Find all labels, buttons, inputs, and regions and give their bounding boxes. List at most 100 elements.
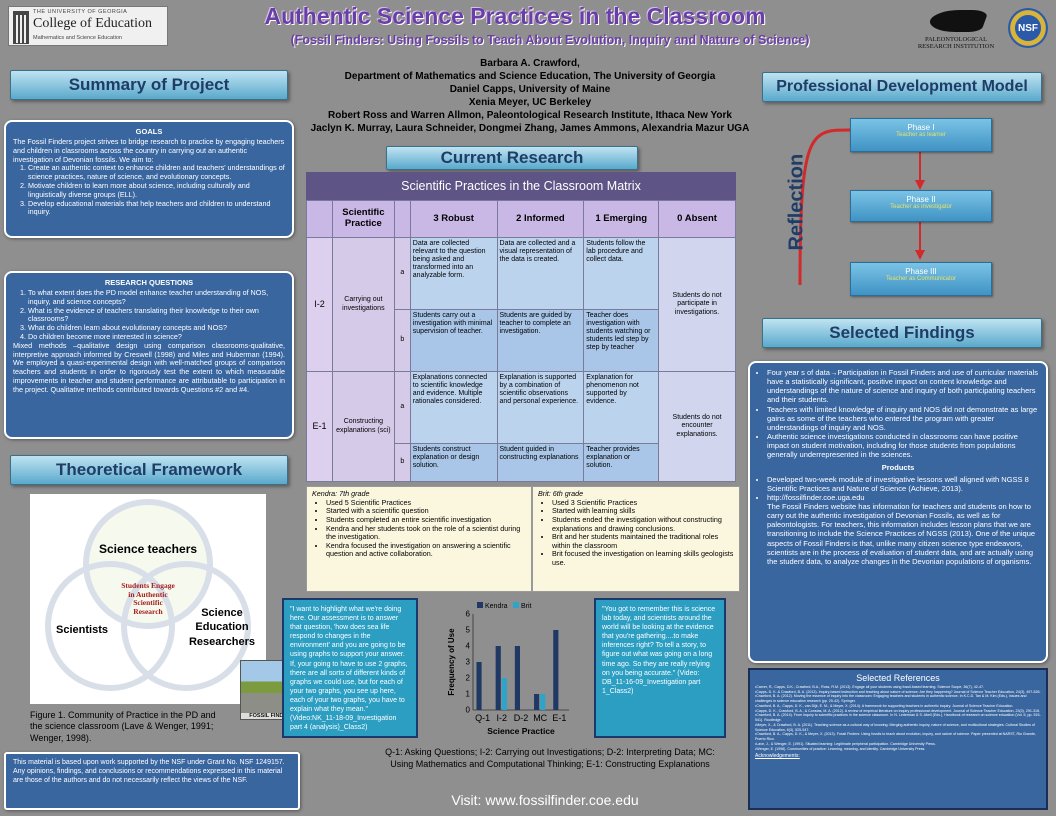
list-item: Kendra focused the investigation on answ… [326, 541, 526, 559]
level-label: b [393, 309, 411, 372]
matrix-header: 3 Robust [409, 200, 498, 238]
matrix-cell: Explanation is supported by a combinatio… [496, 371, 585, 444]
matrix-header: Scientific Practice [331, 200, 395, 238]
author-line: Robert Ross and Warren Allmon, Paleontol… [328, 110, 732, 121]
uga-logo: THE UNIVERSITY OF GEORGIA College of Edu… [8, 6, 168, 46]
uga-small-label: THE UNIVERSITY OF GEORGIA [33, 9, 128, 15]
y-tick-label: 4 [466, 642, 471, 651]
matrix-level-col [393, 200, 411, 238]
matrix-cell: Students carry out a investigation with … [409, 309, 498, 372]
matrix-cell: Students are guided by teacher to comple… [496, 309, 585, 372]
reference-item: •Wenger, E. (1998). Communities of pract… [755, 746, 926, 751]
nsf-note-box: This material is based upon work support… [4, 752, 300, 810]
kendra-quote: "I want to highlight what we're doing he… [282, 598, 418, 738]
matrix-header: 1 Emerging [583, 200, 660, 238]
y-axis-label: Frequency of Use [447, 628, 456, 696]
list-item: Students completed an entire scientific … [326, 515, 526, 525]
theory-banner: Theoretical Framework [10, 455, 288, 485]
matrix-cell: Explanation for phenomenon not supported… [583, 371, 660, 444]
phase-sub: Teacher as Communicator [885, 276, 957, 282]
pri-logo-label: PALEONTOLOGICAL RESEARCH INSTITUTION [917, 36, 995, 51]
goals-intro: The Fossil Finders project strives to br… [13, 137, 285, 164]
reference-item: •Crawford, B. A. (2012). Moving the esse… [755, 694, 1027, 704]
pri-logo: PALEONTOLOGICAL RESEARCH INSTITUTION [910, 8, 1002, 58]
y-tick-label: 6 [466, 610, 471, 619]
pd-banner: Professional Development Model [762, 72, 1042, 102]
reflection-arrow [798, 128, 851, 286]
ack-label: Acknowledgements: [755, 753, 800, 760]
matrix-title-bar: Scientific Practices in the Classroom Ma… [306, 172, 736, 200]
table-row: I-2 Carrying out investigations a Data a… [306, 237, 736, 372]
venn-circle-scientists [45, 561, 175, 691]
product-link[interactable]: http://fossilfinder.coe.uga.edu [767, 493, 1039, 502]
level-label: a [393, 371, 411, 444]
x-tick-label: Q-1 [475, 713, 490, 723]
list-item: Brit focused the investigation on learni… [552, 550, 734, 567]
reference-item: •Crawford, B. A. (2014). From inquiry to… [755, 713, 1041, 723]
x-tick-label: MC [533, 713, 547, 723]
goal-item: Motivate children to learn more about sc… [28, 181, 285, 200]
nsf-note: This material is based upon work support… [13, 759, 285, 784]
research-question: Do children become more interested in sc… [28, 332, 285, 342]
matrix-cell: Student guided in constructing explanati… [496, 443, 585, 482]
venn-label-center: Students Engage in Authentic Scientific … [121, 581, 175, 616]
venn-label-scientists: Scientists [56, 624, 108, 636]
author-line: Xenia Meyer, UC Berkeley [468, 97, 592, 108]
finding-item: Four year s of data→Participation in Fos… [767, 368, 1039, 405]
poster-subtitle: (Fossil Finders: Using Fossils to Teach … [290, 33, 810, 47]
nsf-logo-label: NSF [1018, 22, 1038, 34]
products-text: The Fossil Finders website has informati… [767, 501, 1036, 566]
author-line: Barbara A. Crawford, [480, 58, 580, 69]
reference-item: •Crawford, B. A., Capps, D. K., & Meyer,… [755, 732, 1036, 742]
venn-diagram: Science teachers Scientists Science Educ… [30, 494, 266, 704]
legend-swatch-kendra [477, 602, 483, 608]
practice-code: E-1 [306, 371, 333, 482]
visit-link[interactable]: Visit: www.fossilfinder.coe.edu [451, 792, 639, 808]
college-label: College of Education [33, 16, 152, 31]
findings-list: Four year s of data→Participation in Fos… [757, 368, 1039, 459]
phase-box: Phase III Teacher as Communicator [850, 262, 992, 296]
phase-arrow-head [915, 250, 925, 260]
list-item: Started with a scientific question [326, 507, 526, 516]
finding-item: Authentic science investigations conduct… [767, 432, 1039, 459]
finding-item: Teachers with limited knowledge of inqui… [767, 405, 1039, 432]
goals-box: GOALS The Fossil Finders project strives… [4, 120, 294, 238]
matrix-table: Scientific Practice 3 Robust 2 Informed … [306, 200, 736, 482]
bar-kendra-mc [534, 694, 540, 710]
fossil-finders-logo: FOSSIL FINDERS [241, 713, 303, 719]
poster-title: Authentic Science Practices in the Class… [264, 3, 766, 29]
venn-circle-researchers [121, 561, 251, 691]
table-row: b Students construct explanation or desi… [307, 443, 736, 482]
reference-item: •Lave, J., & Wenger, E. (1991). Situated… [755, 741, 936, 746]
references-list: •Carver, R., Capps, D.K., Crawford, B.A.… [755, 685, 1041, 751]
venn-label-researchers: Science Education Researchers [188, 607, 256, 648]
reference-item: •Crawford, B. A., Capps, D. K., van Dijk… [755, 703, 1014, 708]
bar-brit-mc [540, 694, 546, 710]
matrix-cell: Explanations connected to scientific kno… [409, 371, 498, 444]
bar-brit-i-2 [501, 678, 507, 710]
author-block: Barbara A. Crawford, Department of Mathe… [290, 57, 770, 135]
research-question: What is the evidence of teachers transla… [28, 306, 285, 325]
bar-kendra-i-2 [495, 646, 501, 710]
phase-box: Phase II Teacher as investigator [850, 190, 992, 222]
goals-list: Create an authentic context to enhance c… [13, 164, 285, 217]
products-title: Products [881, 463, 915, 473]
author-line: Daniel Capps, University of Maine [449, 84, 611, 95]
y-tick-label: 1 [466, 690, 471, 699]
figure-caption: Figure 1. Community of Practice in the P… [30, 710, 216, 743]
reference-item: •Capps, D. K., Crawford, B. A., & Consta… [755, 708, 1041, 713]
dept-label: Mathematics and Science Education [33, 35, 122, 41]
bar-kendra-e-1 [553, 630, 559, 710]
brit-quote: "You got to remember this is science lab… [594, 598, 726, 738]
kendra-list: Used 5 Scientific Practices Started with… [312, 498, 526, 559]
x-tick-label: D-2 [514, 713, 529, 723]
list-item: Brit and her students maintained the tra… [552, 532, 734, 550]
venn-circle-teachers [83, 499, 213, 629]
current-research-banner: Current Research [386, 146, 638, 170]
legend-label: Kendra [485, 603, 508, 610]
pd-diagram: Reflection Phase I Teacher as learner Ph… [770, 110, 1040, 305]
list-item: Started with learning skills [552, 507, 734, 516]
research-box: RESEARCH QUESTIONS To what extent does t… [4, 271, 294, 439]
